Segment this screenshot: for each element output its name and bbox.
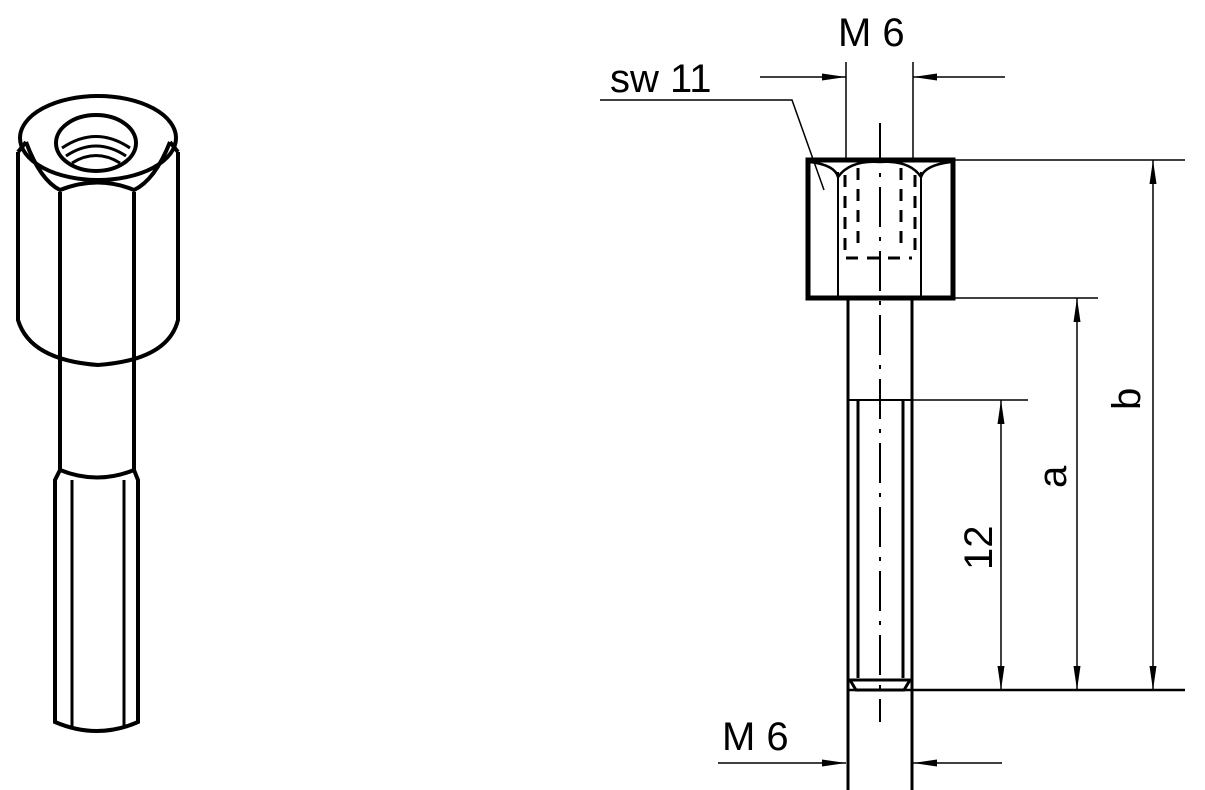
dim-12-label: 12 — [957, 526, 1001, 571]
top-thread-label: M 6 — [838, 11, 905, 55]
dimension-lines — [600, 73, 1157, 767]
bottom-thread-label: M 6 — [722, 715, 789, 759]
wrench-size-label: sw 11 — [610, 57, 712, 101]
shaft-outline — [846, 298, 914, 790]
shaft — [53, 365, 140, 733]
dim-a-label: a — [1031, 465, 1075, 488]
sw-leader — [600, 99, 825, 191]
side-view — [600, 62, 1185, 790]
thread-hole — [54, 113, 138, 173]
isometric-view — [16, 94, 180, 733]
dim-b-label: b — [1105, 388, 1149, 410]
nut-body — [16, 152, 180, 368]
extension-lines — [845, 62, 1185, 692]
